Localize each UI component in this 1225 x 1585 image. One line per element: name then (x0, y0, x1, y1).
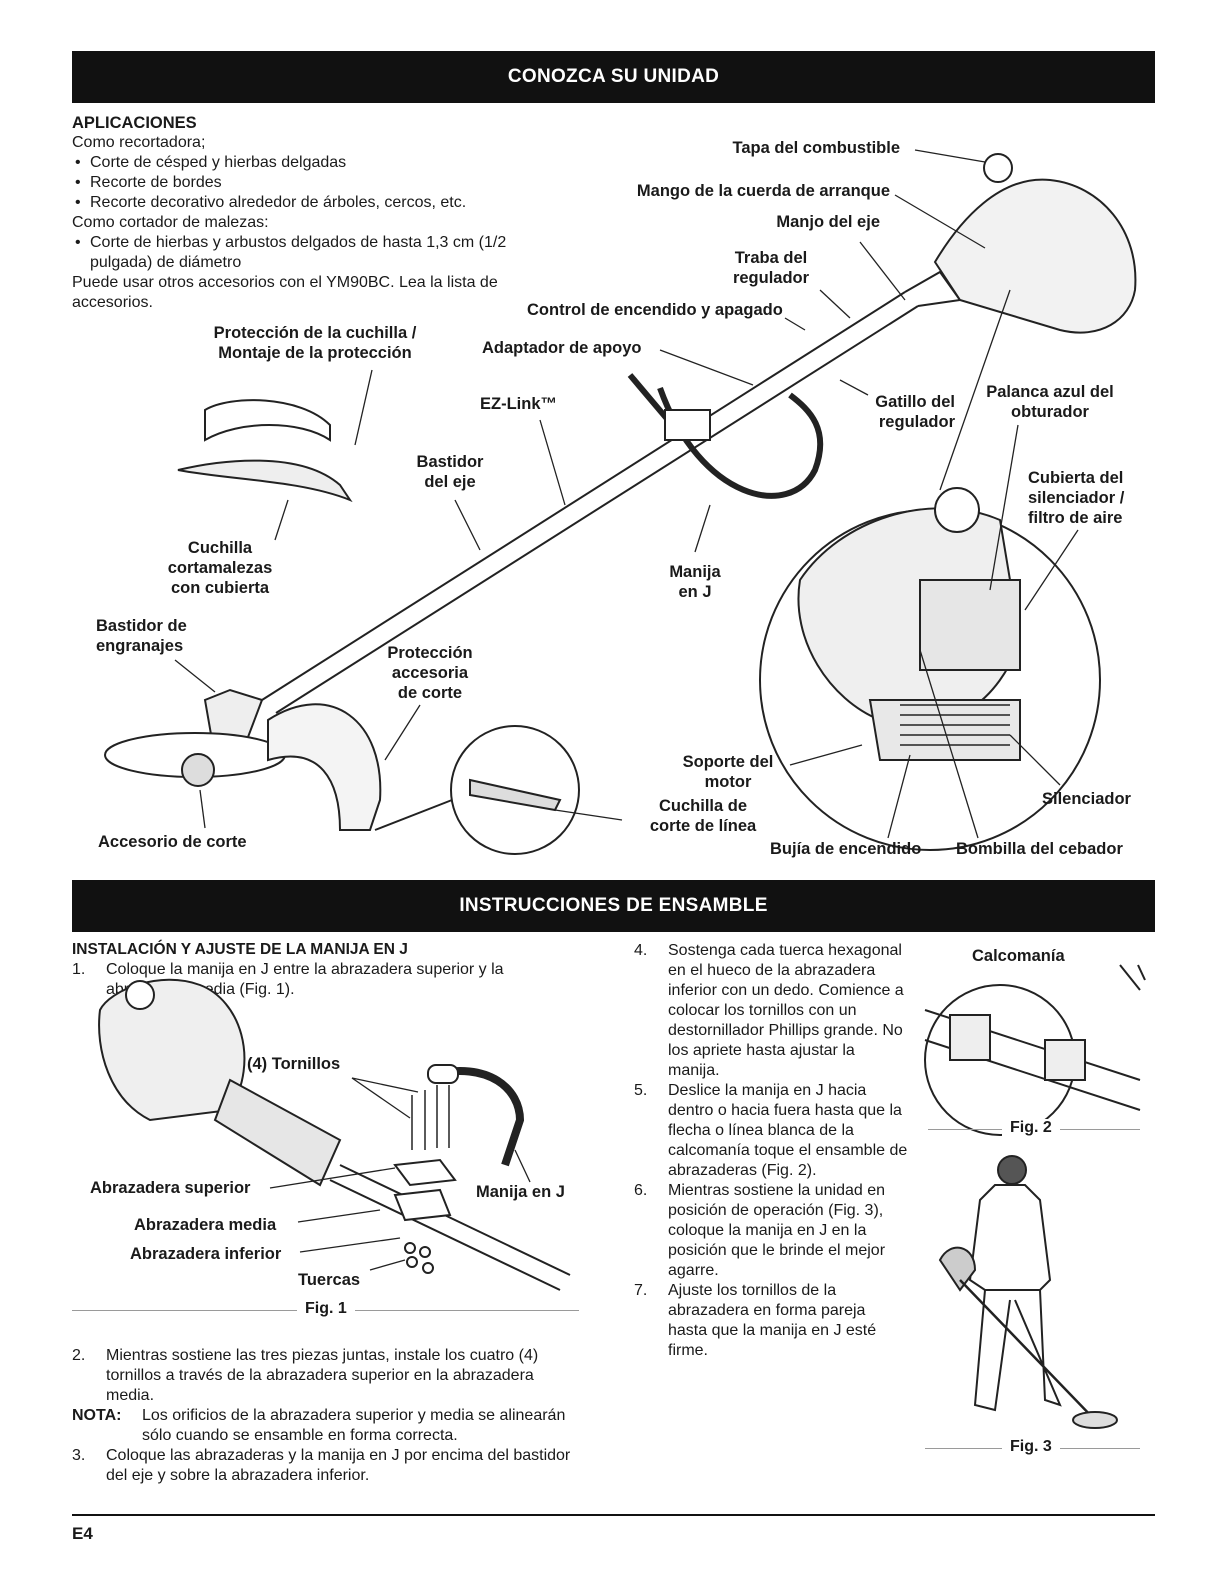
note-text: Los orificios de la abrazadera superior … (142, 1407, 566, 1444)
list-item: 5.Deslice la manija en J hacia dentro o … (634, 1082, 908, 1179)
list-item: Recorte decorativo alrededor de árboles,… (72, 193, 572, 213)
label-muffler-cover: Cubierta del silenciador / filtro de air… (1028, 469, 1125, 527)
label-shaft-handle: Manjo del eje (776, 213, 880, 231)
label-support-adapter: Adaptador de apoyo (482, 339, 642, 357)
fig1-label-screws: (4) Tornillos (247, 1055, 341, 1073)
fig2-label-decal: Calcomanía (972, 947, 1065, 965)
label-on-off-control: Control de encendido y apagado (527, 301, 783, 319)
label-spark-plug: Bujía de encendido (770, 840, 922, 858)
applications-block: APLICACIONES Como recortadora; Corte de … (72, 113, 572, 313)
label-gear-housing: Bastidor de engranajes (96, 617, 187, 655)
label-starter-rope-handle: Mango de la cuerda de arranque (636, 182, 890, 200)
list-item: Corte de hierbas y arbustos delgados de … (72, 233, 542, 273)
label-shaft-housing: Bastidor del eje (416, 453, 484, 491)
fig1-label-j-handle: Manija en J (476, 1183, 565, 1201)
list-item: Recorte de bordes (72, 173, 572, 193)
label-brush-blade: Cuchilla cortamalezas con cubierta (167, 539, 273, 597)
label-fuel-cap: Tapa del combustible (732, 139, 900, 157)
list-item: 4.Sostenga cada tuerca hexagonal en el h… (634, 942, 904, 1079)
list-item: 3.Coloque las abrazaderas y la manija en… (72, 1447, 571, 1484)
label-j-handle: Manija en J (669, 563, 721, 601)
list-item: Corte de césped y hierbas delgadas (72, 153, 572, 173)
j-handle-install-right: 4.Sostenga cada tuerca hexagonal en el h… (634, 941, 909, 1361)
fig1-label-nuts: Tuercas (298, 1271, 361, 1289)
fig3-caption: Fig. 3 (1002, 1438, 1060, 1456)
brush-intro: Como cortador de malezas: (72, 214, 269, 231)
label-throttle-trigger: Gatillo del regulador (875, 393, 955, 431)
label-blade-guard: Protección de la cuchilla / Montaje de l… (213, 324, 417, 362)
footer-rule (72, 1514, 1155, 1516)
label-engine-mount: Soporte del motor (682, 753, 774, 791)
accessories-note: Puede usar otros accesorios con el YM90B… (72, 274, 498, 311)
list-item: 2.Mientras sostiene las tres piezas junt… (72, 1347, 539, 1404)
label-attachment-guard: Protección accesoria de corte (387, 644, 473, 702)
steps-list-4: 4.Sostenga cada tuerca hexagonal en el h… (634, 941, 909, 1361)
label-choke-lever: Palanca azul del obturador (986, 383, 1114, 421)
steps-list-1: 1.Coloque la manija en J entre la abraza… (72, 960, 577, 1000)
label-throttle-lock: Traba del regulador (732, 249, 810, 287)
note: NOTA: Los orificios de la abrazadera sup… (72, 1406, 577, 1446)
steps-list-3: 3.Coloque las abrazaderas y la manija en… (72, 1446, 577, 1486)
steps-list-2: 2.Mientras sostiene las tres piezas junt… (72, 1346, 577, 1406)
fig1-label-middle-clamp: Abrazadera media (134, 1216, 277, 1234)
list-item: 6.Mientras sostiene la unidad en posició… (634, 1182, 886, 1279)
j-handle-install-title: INSTALACIÓN Y AJUSTE DE LA MANIJA EN J (72, 941, 408, 958)
j-handle-install-left: INSTALACIÓN Y AJUSTE DE LA MANIJA EN J 1… (72, 940, 577, 1000)
applications-title: APLICACIONES (72, 114, 197, 132)
list-item: 7.Ajuste los tornillos de la abrazadera … (634, 1282, 877, 1359)
section-header-know-unit: CONOZCA SU UNIDAD (72, 51, 1155, 103)
trimmer-list: Corte de césped y hierbas delgadas Recor… (72, 153, 572, 213)
page-number: E4 (72, 1524, 93, 1543)
label-ez-link: EZ-Link™ (480, 395, 557, 413)
fig1-label-upper-clamp: Abrazadera superior (90, 1179, 251, 1197)
section-header-assembly: INSTRUCCIONES DE ENSAMBLE (72, 880, 1155, 932)
label-muffler: Silenciador (1042, 790, 1131, 808)
fig1-caption: Fig. 1 (297, 1300, 355, 1318)
label-line-cutting-blade: Cuchilla de corte de línea (649, 797, 757, 835)
j-handle-install-left-2: 2.Mientras sostiene las tres piezas junt… (72, 1346, 577, 1486)
fig1-label-lower-clamp: Abrazadera inferior (130, 1245, 282, 1263)
label-primer-bulb: Bombilla del cebador (956, 840, 1123, 858)
fig2-caption: Fig. 2 (1002, 1119, 1060, 1137)
label-cutting-attachment: Accesorio de corte (98, 833, 247, 851)
note-label: NOTA: (72, 1407, 122, 1424)
brush-list: Corte de hierbas y arbustos delgados de … (72, 233, 542, 273)
list-item: 1.Coloque la manija en J entre la abraza… (72, 961, 504, 998)
trimmer-intro: Como recortadora; (72, 134, 206, 151)
unit-diagram (104, 149, 1137, 855)
